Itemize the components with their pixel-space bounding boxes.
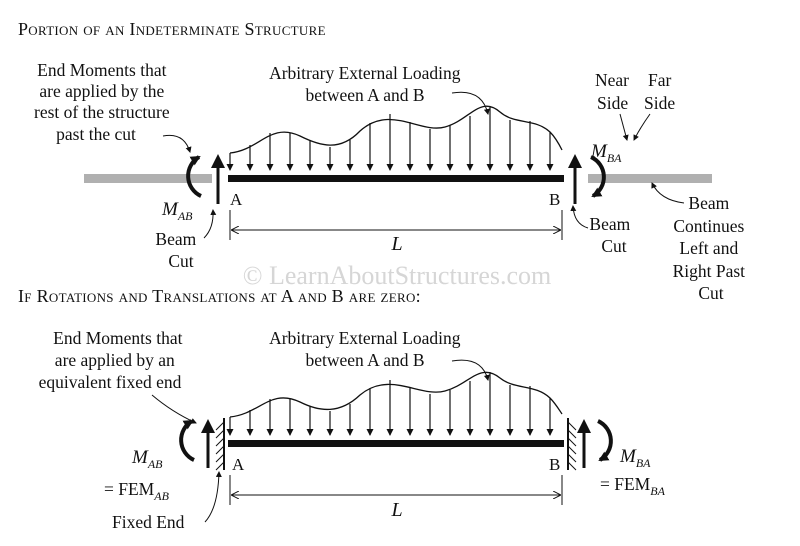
bottom-fem-ba-label: = FEMBA [600,474,666,498]
svg-text:Side: Side [644,93,675,113]
bottom-title: If Rotations and Translations at A and B… [18,286,421,306]
svg-text:Side: Side [597,93,628,113]
bottom-beam [228,440,564,447]
fixed-support-right [567,418,577,471]
fixed-end-label: Fixed End [112,512,185,532]
fixed-end-moments-leader [151,394,197,424]
bottom-distributed-load [226,371,563,436]
top-beam-cut-left-label: Beam Cut [155,229,200,271]
bottom-loading-leader [451,359,490,381]
watermark-text: © LearnAboutStructures.com [243,261,552,290]
bottom-fem-ab-label: = FEMAB [104,479,170,503]
top-loading-label: Arbitrary External Loading between A and… [269,63,465,105]
svg-text:Far: Far [648,70,672,90]
top-distributed-load [226,105,563,171]
bottom-point-b: B [549,455,560,474]
fixed-support-left [215,418,225,471]
loading-leader [451,91,490,115]
top-m-ab-label: MAB [161,199,193,223]
bottom-diagram: If Rotations and Translations at A and B… [18,286,666,532]
top-beam-continues-label: Beam Continues Left and Right Past Cut [673,193,750,303]
bottom-point-a: A [232,455,245,474]
top-title: Portion of an Indeterminate Structure [18,19,326,39]
svg-text:Near: Near [595,70,629,90]
top-beam-cut-right-label: Beam Cut [589,214,634,256]
top-end-moments-label: End Moments that are applied by the rest… [34,60,174,144]
top-left-moment-icon [186,154,225,204]
near-far-labels: Near Side Far Side [595,70,675,141]
beam-extension-right [588,174,712,183]
bottom-end-moments-label: End Moments that are applied by an equiv… [39,328,187,392]
beam-cut-right-leader [570,205,589,229]
bottom-right-moment-icon [577,419,613,468]
bottom-length-dimension [229,475,563,505]
top-length-dimension [229,210,563,240]
top-beam [228,175,564,182]
end-moments-leader [162,134,192,153]
top-right-moment-icon [568,154,606,204]
top-length-label: L [390,233,402,255]
beam-continues-leader [651,182,685,204]
bottom-loading-label: Arbitrary External Loading between A and… [269,328,465,370]
bottom-m-ab-label: MAB [131,447,163,471]
top-m-ba-label: MBA [590,141,622,165]
beam-extension-left [84,174,212,183]
top-point-a: A [230,190,243,209]
top-diagram: Portion of an Indeterminate Structure En… [18,19,750,303]
bottom-m-ba-label: MBA [619,446,651,470]
fixed-end-leader [204,471,222,523]
top-point-b: B [549,190,560,209]
bottom-left-moment-icon [179,419,215,468]
bottom-length-label: L [390,499,402,521]
beam-cut-left-leader [203,209,217,239]
